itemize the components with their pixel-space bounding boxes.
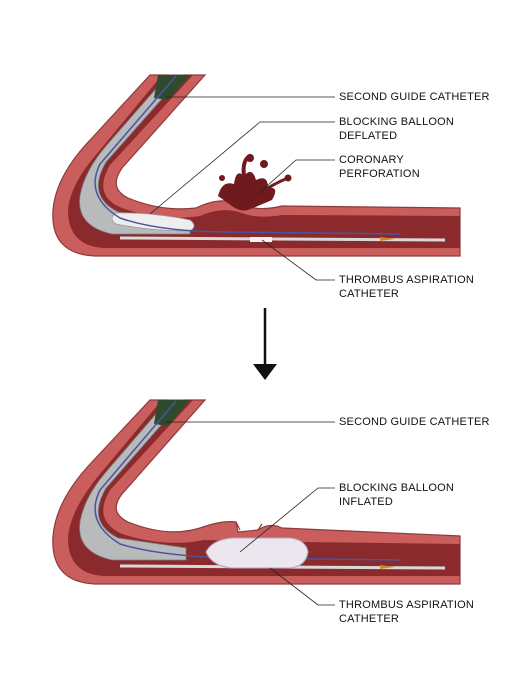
leader-lines-top [149,96,335,281]
leader-lines-bottom [165,421,335,606]
aspiration-tip-top [380,237,395,241]
guide-catheter-top [79,74,191,235]
leader-balloon-inflated [239,487,335,553]
leader-balloon-deflated [149,121,335,215]
label-second-guide-catheter-bottom: SECOND GUIDE CATHETER [339,416,490,428]
label-aspiration-catheter-bottom-line1: THROMBUS ASPIRATION [339,599,474,611]
leader-perforation [257,159,335,195]
perforation-splash [218,154,292,211]
bottom-panel [52,399,461,606]
guidewire-top [94,75,401,235]
vessel-bottom [52,399,461,585]
sealed-perforation [235,521,263,531]
blocking-balloon-inflated [205,537,309,569]
label-aspiration-catheter-top-line2: CATHETER [339,288,400,300]
aspiration-segment-top [250,237,272,242]
top-panel [52,74,461,281]
label-second-guide-catheter-top: SECOND GUIDE CATHETER [339,91,490,103]
vessel-top [52,74,461,257]
guide-catheter-bottom [79,399,187,561]
vessel-wall-bottom [52,399,461,585]
label-aspiration-catheter-bottom-line2: CATHETER [339,613,400,625]
label-blocking-balloon-top-line1: BLOCKING BALLOON [339,116,455,128]
leader-aspiration-top [261,239,335,281]
label-coronary-perforation-line1: CORONARY [339,154,404,166]
guide-catheter-tip-bottom [154,400,190,426]
aspiration-catheter-top [119,236,446,242]
aspiration-tip-bottom [380,565,395,569]
leader-aspiration-bottom [269,567,335,606]
label-blocking-balloon-bottom-line1: BLOCKING BALLOON [339,482,455,494]
guidewire-bottom [94,400,401,561]
label-blocking-balloon-bottom-line2: INFLATED [339,496,393,508]
label-blocking-balloon-top-line2: DEFLATED [339,130,398,142]
guide-catheter-tip-top [154,75,190,100]
down-arrow-icon [253,308,277,380]
label-aspiration-catheter-top-line1: THROMBUS ASPIRATION [339,274,474,286]
label-coronary-perforation-line2: PERFORATION [339,168,420,180]
